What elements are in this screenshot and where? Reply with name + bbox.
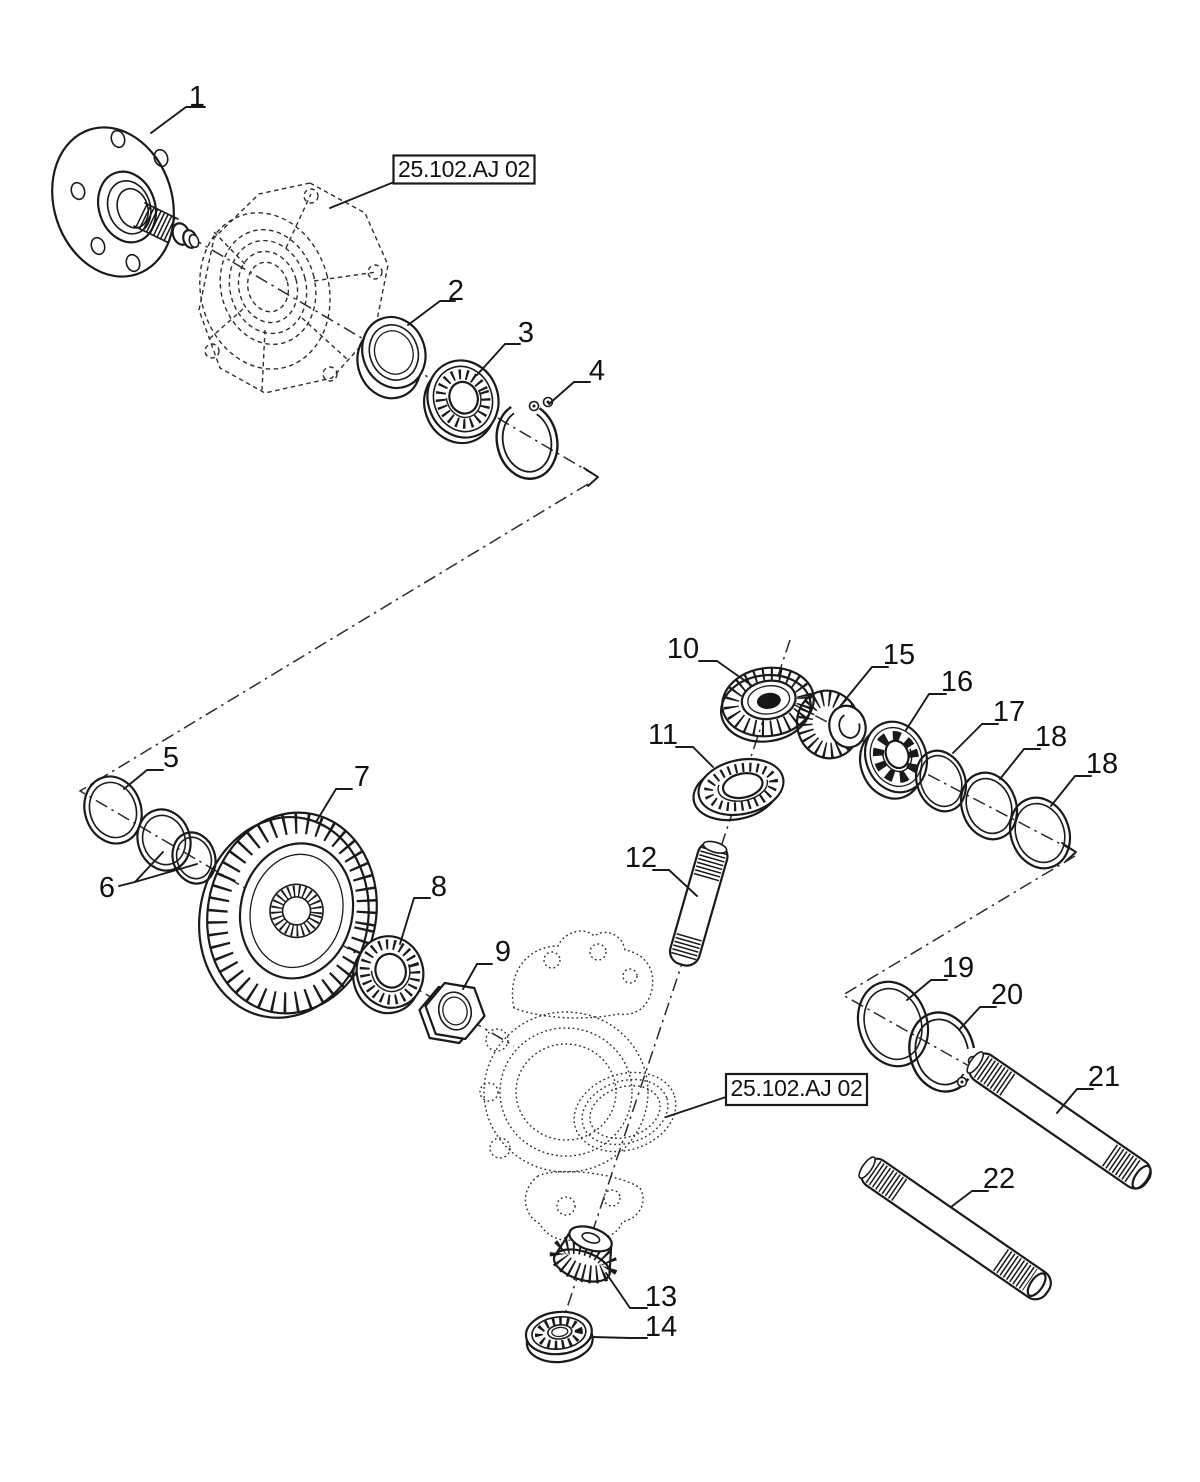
leader-14: [591, 1336, 648, 1339]
callout-label-17: 17: [993, 696, 1025, 728]
leader-5: [123, 769, 164, 790]
callout-label-20: 20: [991, 979, 1023, 1011]
callout-label-2: 2: [448, 275, 464, 307]
callout-label-12: 12: [625, 842, 657, 874]
callout-label-22: 22: [983, 1163, 1015, 1195]
leader-16: [905, 693, 947, 731]
callout-label-16: 16: [941, 666, 973, 698]
leader-4: [548, 381, 591, 405]
leader-17: [952, 723, 999, 754]
leader-reference-box-2: [665, 1096, 727, 1118]
callout-label-3: 3: [518, 317, 534, 349]
callout-label-18b: 18: [1086, 748, 1118, 780]
callout-label-9: 9: [495, 936, 511, 968]
part-9-hex-nut: [418, 981, 486, 1045]
leader-6b: [134, 863, 198, 883]
leader-8: [399, 897, 431, 945]
leader-3: [476, 343, 521, 376]
part-21-axle-shaft: [966, 1051, 1152, 1190]
callout-label-5: 5: [163, 742, 179, 774]
callout-leaders: [118, 106, 1094, 1339]
center-axis-lines: [78, 236, 1077, 1351]
leader-15: [844, 666, 889, 701]
leader-2: [407, 300, 456, 326]
callout-label-14: 14: [645, 1311, 677, 1343]
reference-box-2-label: 25.102.AJ 02: [731, 1075, 863, 1101]
part-17-ring: [914, 749, 968, 813]
part-18-ring-a: [959, 771, 1019, 841]
part-14-ball-bearing: [524, 1310, 594, 1364]
leader-reference-box-1: [329, 181, 395, 209]
callout-label-1: 1: [189, 81, 205, 113]
leader-13: [605, 1272, 648, 1309]
axis-diff-line: [78, 483, 589, 1047]
leader-18a: [999, 748, 1041, 780]
callout-label-6: 6: [99, 872, 115, 904]
gearbox-housing-ghost: [479, 930, 677, 1242]
axis-arrowhead-left: [583, 467, 599, 487]
part-4-snap-ring: [495, 396, 559, 480]
callout-label-13: 13: [645, 1281, 677, 1313]
reference-box-2[interactable]: 25.102.AJ 02: [724, 1072, 869, 1107]
leader-19: [906, 979, 948, 1001]
callout-label-11: 11: [648, 719, 678, 751]
reference-box-1-label: 25.102.AJ 02: [398, 156, 530, 182]
leader-9: [462, 963, 493, 990]
part-10-bevel-side-gear: [719, 666, 815, 743]
leader-10: [698, 660, 752, 686]
part-1-wheel-hub-flange: [51, 126, 200, 278]
callout-label-18a: 18: [1035, 721, 1067, 753]
part-15-bevel-pinion-small: [795, 689, 867, 760]
part-8-bearing: [352, 935, 425, 1015]
callout-label-15: 15: [883, 639, 915, 671]
leader-11: [675, 746, 714, 768]
part-3-bearing: [423, 359, 500, 445]
part-22-axle-shaft: [858, 1156, 1052, 1301]
reference-box-1[interactable]: 25.102.AJ 02: [392, 154, 536, 185]
callout-label-21: 21: [1088, 1061, 1120, 1093]
leader-22: [950, 1190, 989, 1208]
part-13-bevel-pinion-gear: [549, 1225, 618, 1284]
leader-12: [652, 869, 698, 897]
part-6-shim-rings: [136, 808, 217, 885]
callout-label-19: 19: [942, 952, 974, 984]
part-18-ring-b: [1008, 796, 1072, 870]
part-11-bearing: [692, 758, 785, 822]
callout-label-7: 7: [354, 761, 370, 793]
cover-plate-ghost: [198, 182, 389, 394]
part-19-ring: [856, 980, 930, 1068]
part-5-ring: [83, 775, 143, 845]
callout-label-8: 8: [431, 871, 447, 903]
leader-7: [315, 788, 353, 823]
part-16-ball-bearing: [858, 720, 929, 800]
leader-20: [958, 1006, 997, 1031]
callout-label-4: 4: [589, 355, 605, 387]
callout-labels: 1 2 3 4 5 6 7 8 9 10 11 12 13 14 15 16 1…: [99, 81, 1120, 1343]
part-2-seal: [356, 315, 427, 400]
part-12-pinion-shaft: [668, 840, 729, 967]
callout-label-10: 10: [667, 633, 699, 665]
part-7-bevel-ring-gear: [198, 811, 378, 1019]
leader-18b: [1050, 775, 1092, 807]
leader-21: [1056, 1088, 1094, 1114]
leader-1: [150, 106, 206, 134]
